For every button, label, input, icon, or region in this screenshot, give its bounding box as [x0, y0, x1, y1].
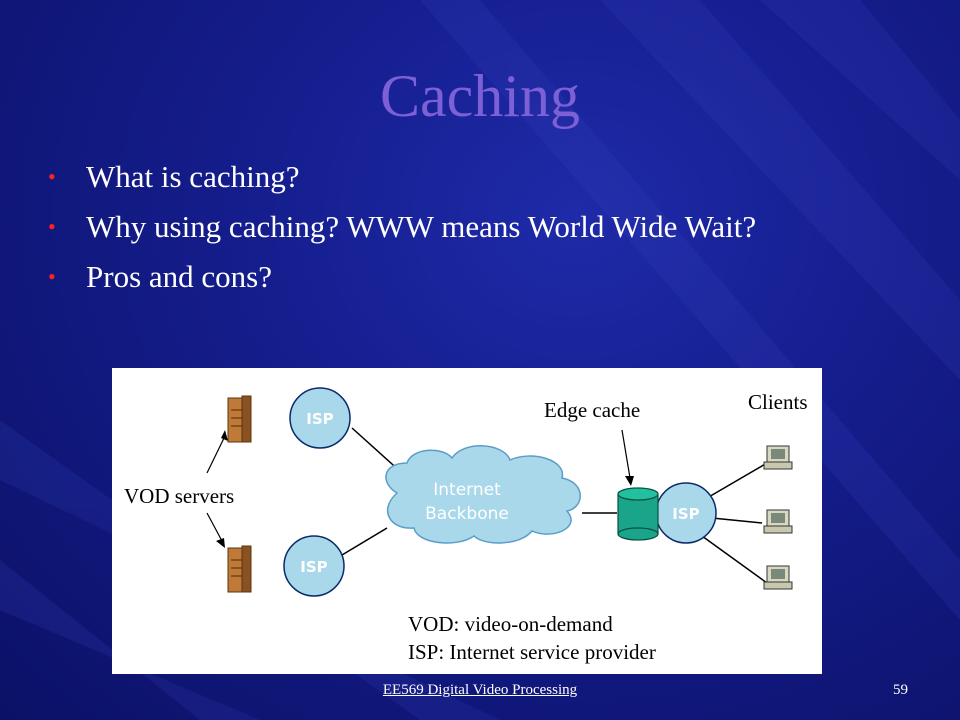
client-computer-1-icon: [763, 445, 793, 470]
legend-vod: VOD: video-on-demand: [408, 612, 613, 636]
arrow-edge-cache-label: [621, 429, 634, 486]
bullet-item: • Why using caching? WWW means World Wide…: [48, 210, 756, 260]
arrow-vod-to-server-bottom: [206, 512, 225, 548]
link-isp-client-3: [701, 535, 768, 584]
vod-server-bottom-icon: [227, 545, 252, 593]
link-isp-client-1: [706, 462, 768, 499]
arrow-vod-to-server-top: [206, 430, 228, 474]
backbone-label: Backbone: [425, 504, 509, 524]
edge-cache-icon: [617, 487, 659, 541]
link-isp-bottom-backbone: [336, 527, 388, 559]
diagram-canvas: ISP ISP ISP Internet Backbone: [206, 387, 793, 597]
bullet-dot-icon: •: [48, 164, 56, 189]
edge-cache-label: Edge cache: [544, 398, 641, 422]
isp-edge-node: ISP: [655, 482, 717, 544]
clients-label: Clients: [748, 390, 808, 414]
isp-edge-label: ISP: [672, 505, 699, 523]
isp-top-node: ISP: [289, 387, 351, 449]
vod-server-top-icon: [227, 395, 252, 443]
isp-top-label: ISP: [306, 410, 333, 428]
caching-diagram: ISP ISP ISP Internet Backbone: [112, 368, 822, 674]
bullet-dot-icon: •: [48, 214, 56, 239]
isp-bottom-label: ISP: [300, 558, 327, 576]
client-computer-2-icon: [763, 509, 793, 534]
vod-servers-label: VOD servers: [124, 484, 235, 508]
slide-title: Caching: [380, 63, 580, 129]
bullet-item: • Pros and cons?: [48, 260, 756, 310]
internet-label: Internet: [433, 480, 501, 500]
bullet-list: • What is caching? • Why using caching? WW…: [48, 160, 756, 310]
internet-backbone-cloud: Internet Backbone: [385, 445, 581, 544]
legend-isp: ISP: Internet service provider: [408, 640, 656, 664]
isp-bottom-node: ISP: [283, 535, 345, 597]
footer-course: EE569 Digital Video Processing: [0, 682, 960, 699]
footer-course-text: EE569 Digital Video Processing: [382, 682, 578, 698]
bullet-item: • What is caching?: [48, 160, 756, 210]
bullet-text: What is caching?: [86, 159, 300, 194]
bullet-text: Pros and cons?: [86, 259, 272, 294]
client-computer-3-icon: [763, 565, 793, 590]
footer-page-number: 59: [893, 682, 908, 698]
bullet-text: Why using caching? WWW means World Wide …: [86, 209, 757, 244]
link-isp-client-2: [711, 517, 763, 524]
bullet-dot-icon: •: [48, 264, 56, 289]
